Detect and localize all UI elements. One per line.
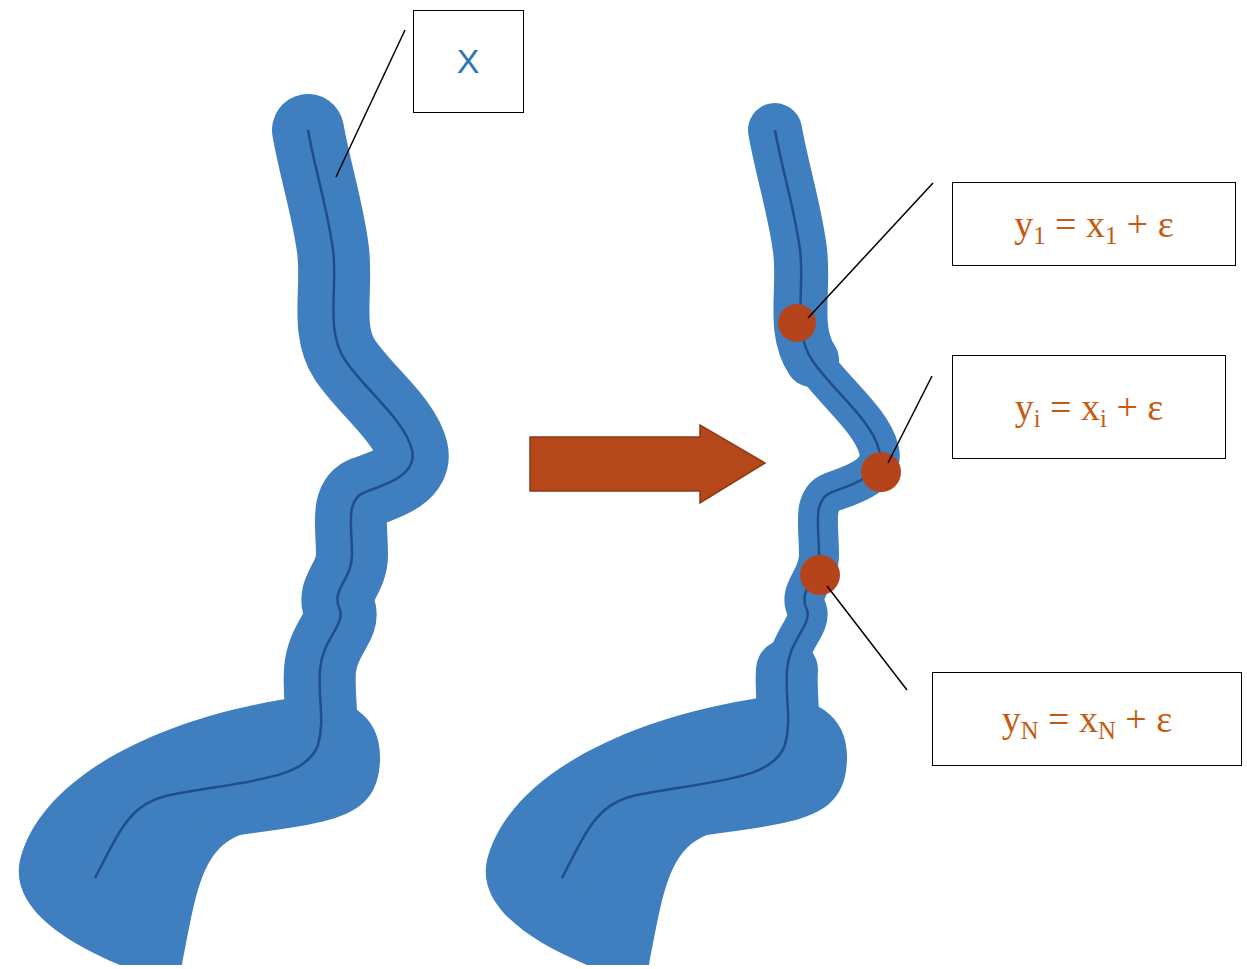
sample-dot [800,555,840,595]
leader-line [336,30,405,177]
equation-box: yi = xi + ε [952,355,1226,459]
transform-arrow [530,425,765,503]
leader-line [888,376,932,463]
sample-dot [861,452,901,492]
right-profile [486,130,880,965]
left-profile [19,130,413,965]
variable-box: X [413,10,524,113]
equation-label: y1 = x1 + ε [1014,202,1174,246]
leader-line [808,183,933,318]
variable-label: X [457,42,480,81]
equation-box: y1 = x1 + ε [952,182,1236,266]
equation-label: yN = xN + ε [1002,697,1173,741]
equation-box: yN = xN + ε [932,672,1242,766]
leader-line [827,586,907,690]
sample-dot [778,304,816,342]
equation-label: yi = xi + ε [1015,385,1164,429]
